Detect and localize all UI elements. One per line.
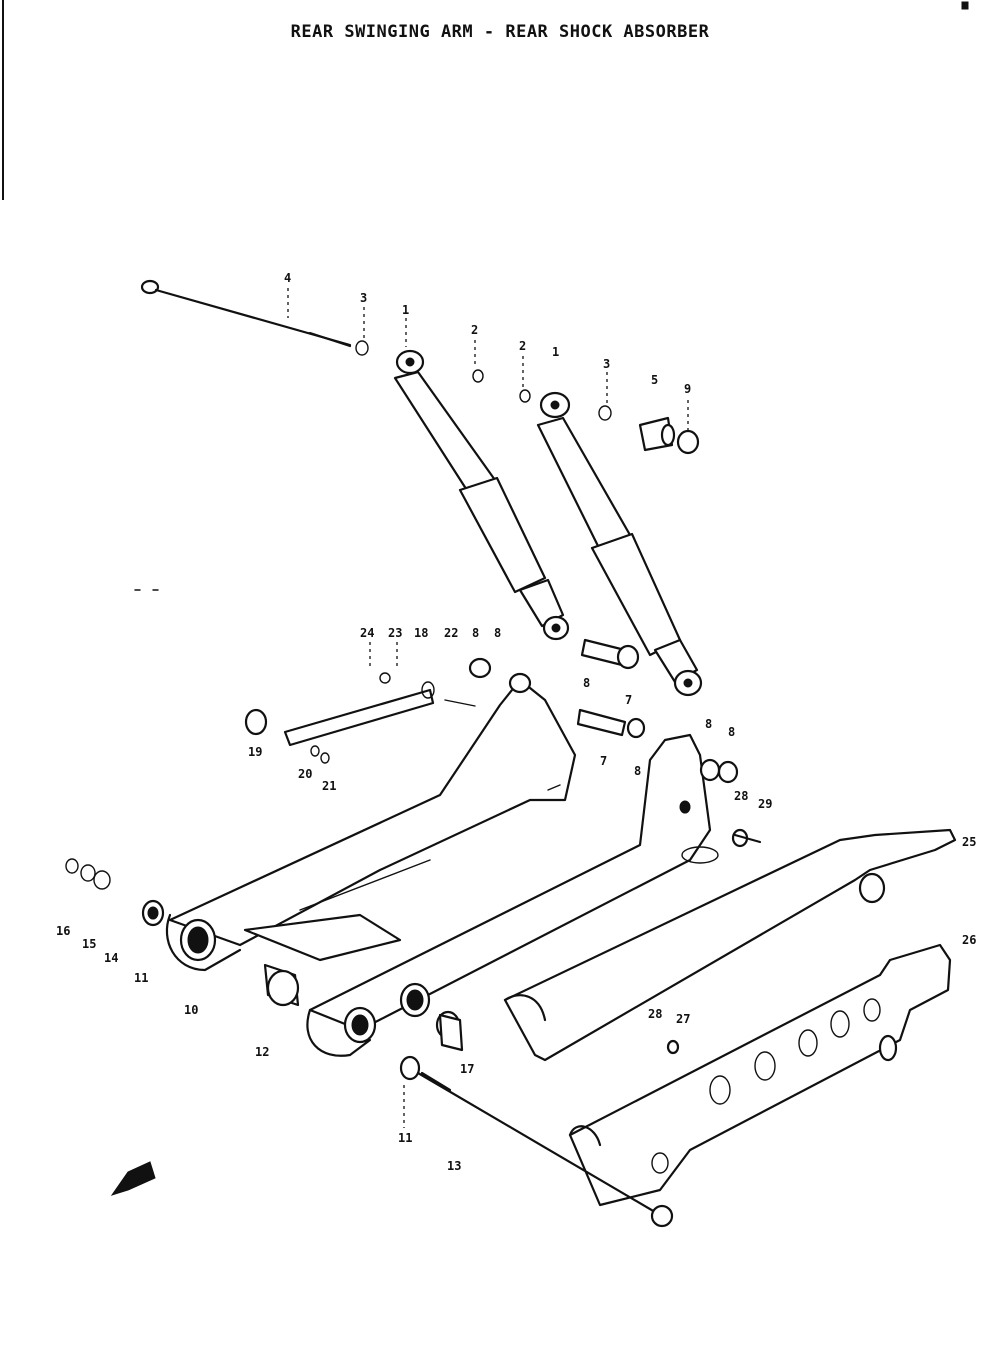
callout-28: 28 [734,789,748,803]
bolt-part [666,1039,680,1055]
callout-23: 23 [388,626,402,640]
callout-18: 18 [414,626,428,640]
chain-cover [503,828,957,1062]
callout-10: 10 [184,1003,198,1017]
swinging-arm [165,672,719,1057]
front-arrow-icon [110,1161,156,1196]
callout-2: 2 [519,339,526,353]
callout-7: 7 [600,754,607,768]
callout-11: 11 [134,971,148,985]
spacer-bush [638,416,676,452]
callout-24: 24 [360,626,374,640]
callout-7: 7 [625,693,632,707]
callout-1: 1 [402,303,409,317]
lower-shock-bolt [576,708,646,739]
upper-mount-bolt [140,279,352,348]
callout-15: 15 [82,937,96,951]
callout-2: 2 [471,323,478,337]
callout-14: 14 [104,951,118,965]
callout-3: 3 [360,291,367,305]
washer-part [519,389,531,403]
left-shock-absorber [393,349,570,641]
callout-11: 11 [398,1131,412,1145]
washer-part [598,405,612,421]
callout-19: 19 [248,745,262,759]
callout-20: 20 [298,767,312,781]
callout-29: 29 [758,797,772,811]
callout-8: 8 [494,626,501,640]
nut-part [468,657,492,679]
callout-28: 28 [648,1007,662,1021]
callout-8: 8 [583,676,590,690]
left-border-rule [2,0,4,200]
callout-4: 4 [284,271,291,285]
scan-speck [961,1,969,10]
diagram-title: REAR SWINGING ARM - REAR SHOCK ABSORBER [290,22,710,42]
leader-lines [287,288,689,1128]
callout-25: 25 [962,835,976,849]
callout-17: 17 [460,1062,474,1076]
nut-part [717,760,739,784]
callout-13: 13 [447,1159,461,1173]
chain-adjuster-rod [244,672,476,764]
callout-9: 9 [684,382,691,396]
callout-26: 26 [962,933,976,947]
nut-part [676,429,700,455]
callout-8: 8 [472,626,479,640]
callout-16: 16 [56,924,70,938]
callout-8: 8 [634,764,641,778]
callout-8: 8 [728,725,735,739]
right-shock-absorber [536,391,703,697]
callout-12: 12 [255,1045,269,1059]
washer-part [355,340,369,356]
callout-27: 27 [676,1012,690,1026]
pivot-bush [435,1010,464,1052]
callout-3: 3 [603,357,610,371]
chain-case [568,943,952,1207]
callout-21: 21 [322,779,336,793]
pivot-bush-set [65,858,165,927]
pivot-shaft [399,1055,674,1228]
bolt-part [733,833,762,844]
lower-shock-bolt [580,638,640,670]
callout-5: 5 [651,373,658,387]
callout-22: 22 [444,626,458,640]
callout-1: 1 [552,345,559,359]
pivot-bush [263,963,300,1007]
part-callouts: 4 3 1 2 2 1 3 5 9 24 23 18 22 8 8 8 7 19… [56,271,976,1173]
callout-8: 8 [705,717,712,731]
nut-part [699,758,721,782]
washer-part [472,369,484,383]
